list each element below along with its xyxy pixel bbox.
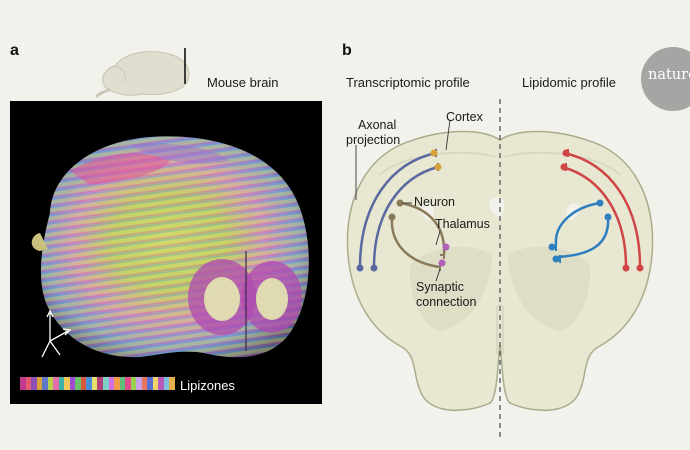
cortex-label: Cortex — [446, 110, 483, 124]
lipizone-swatch — [136, 377, 142, 390]
lipizone-swatch — [158, 377, 164, 390]
lipizone-swatch — [130, 377, 137, 390]
lipizone-swatch — [141, 377, 148, 390]
lipizone-swatch — [119, 377, 126, 390]
mouse-brain-label: Mouse brain — [207, 75, 279, 90]
nature-logo — [641, 47, 690, 111]
lipizone-swatch — [36, 377, 43, 390]
lipizone-swatch — [20, 377, 26, 390]
brain-section-diagram — [346, 95, 654, 440]
lipizone-swatch — [69, 377, 76, 390]
lipizone-swatch — [152, 377, 159, 390]
lipizone-swatch — [25, 377, 32, 390]
lipizone-swatch — [47, 377, 54, 390]
lipizone-swatch — [31, 377, 37, 390]
lipizone-swatch — [163, 377, 170, 390]
lipidomic-profile-label: Lipidomic profile — [522, 75, 616, 90]
nature-logo-text: nature — [648, 67, 690, 83]
axonal-label-1: Axonal — [358, 118, 397, 132]
lipizone-brain-figure: Lipizones — [10, 101, 322, 404]
lipizone-swatch — [102, 377, 109, 390]
synaptic-label-1: Synaptic — [416, 280, 464, 294]
lipizone-swatch — [53, 377, 59, 390]
lipizone-swatch — [108, 377, 115, 390]
thalamus-label: Thalamus — [435, 217, 490, 231]
lipizone-color-bar — [20, 377, 175, 390]
neuron-label: Neuron — [414, 195, 455, 209]
lipizone-swatch — [169, 377, 175, 390]
lipizone-swatch — [80, 377, 87, 390]
lipizone-swatch — [114, 377, 120, 390]
lipizone-swatch — [91, 377, 98, 390]
lipizone-swatch — [64, 377, 70, 390]
panel-a-letter: a — [10, 42, 19, 59]
brain-3d-render — [31, 136, 309, 358]
lipizones-label: Lipizones — [180, 378, 235, 393]
lipizone-swatch — [75, 377, 81, 390]
lipizone-swatch — [147, 377, 153, 390]
lipizone-swatch — [58, 377, 65, 390]
panel-b-letter: b — [342, 42, 352, 59]
lipizone-swatch — [86, 377, 92, 390]
lipizone-swatch — [42, 377, 48, 390]
transcriptomic-profile-label: Transcriptomic profile — [346, 75, 470, 90]
lipizone-swatch — [125, 377, 131, 390]
lipizone-swatch — [97, 377, 103, 390]
axonal-label-2: projection — [346, 133, 401, 147]
mouse-brain-icon — [95, 48, 190, 98]
synaptic-label-2: connection — [416, 295, 477, 309]
